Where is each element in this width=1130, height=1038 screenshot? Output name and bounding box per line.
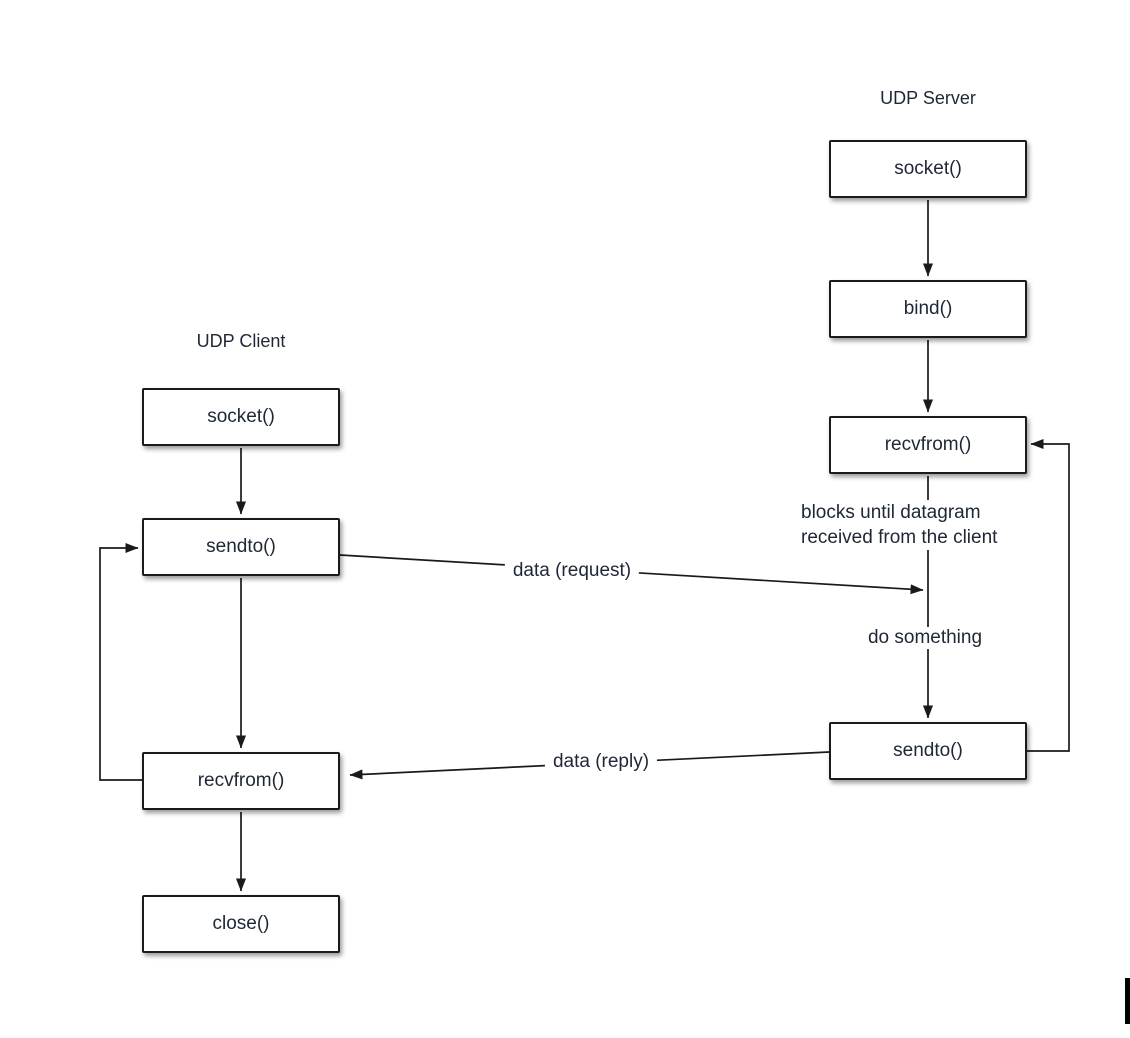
client-close-box: close() xyxy=(142,895,340,953)
data-request-label: data (request) xyxy=(504,560,640,582)
text-cursor-artifact xyxy=(1125,978,1130,1024)
server-sendto-box: sendto() xyxy=(829,722,1027,780)
server-socket-box: socket() xyxy=(829,140,1027,198)
blocks-note-line1: blocks until datagram xyxy=(801,502,981,523)
blocks-note: blocks until datagram received from the … xyxy=(799,500,1000,550)
arrow-server-loop-sendto-to-recvfrom xyxy=(1027,439,1070,752)
arrow-client-loop-recvfrom-to-sendto xyxy=(99,543,142,781)
server-recvfrom-box: recvfrom() xyxy=(829,416,1027,474)
do-something-label: do something xyxy=(859,627,991,649)
server-column-title: UDP Server xyxy=(880,88,976,108)
client-sendto-box: sendto() xyxy=(142,518,340,576)
blocks-note-line2: received from the client xyxy=(801,527,998,548)
client-socket-box: socket() xyxy=(142,388,340,446)
server-bind-box: bind() xyxy=(829,280,1027,338)
data-reply-label: data (reply) xyxy=(544,751,658,773)
client-column-title: UDP Client xyxy=(196,331,286,351)
client-recvfrom-box: recvfrom() xyxy=(142,752,340,810)
